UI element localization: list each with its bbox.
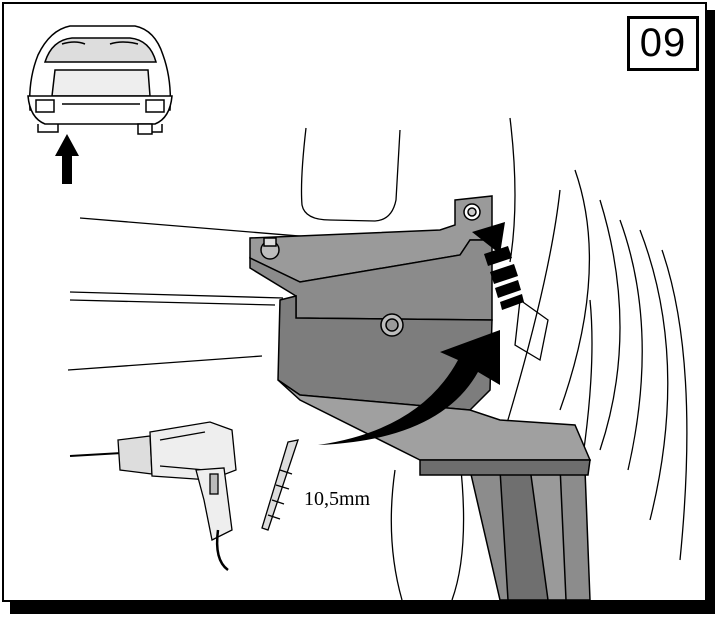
drill-bit-size-label: 10,5mm	[304, 488, 371, 510]
curved-arrow-icon	[318, 330, 500, 445]
drill-icon	[69, 421, 237, 572]
drill-bit-icon	[261, 439, 299, 531]
up-arrow-icon	[55, 134, 79, 184]
support-beam	[469, 454, 591, 601]
car-rear-view-icon	[27, 25, 173, 135]
dashed-arrow-icon	[472, 222, 524, 310]
tow-bracket	[249, 195, 592, 476]
step-number: 09	[627, 16, 699, 71]
